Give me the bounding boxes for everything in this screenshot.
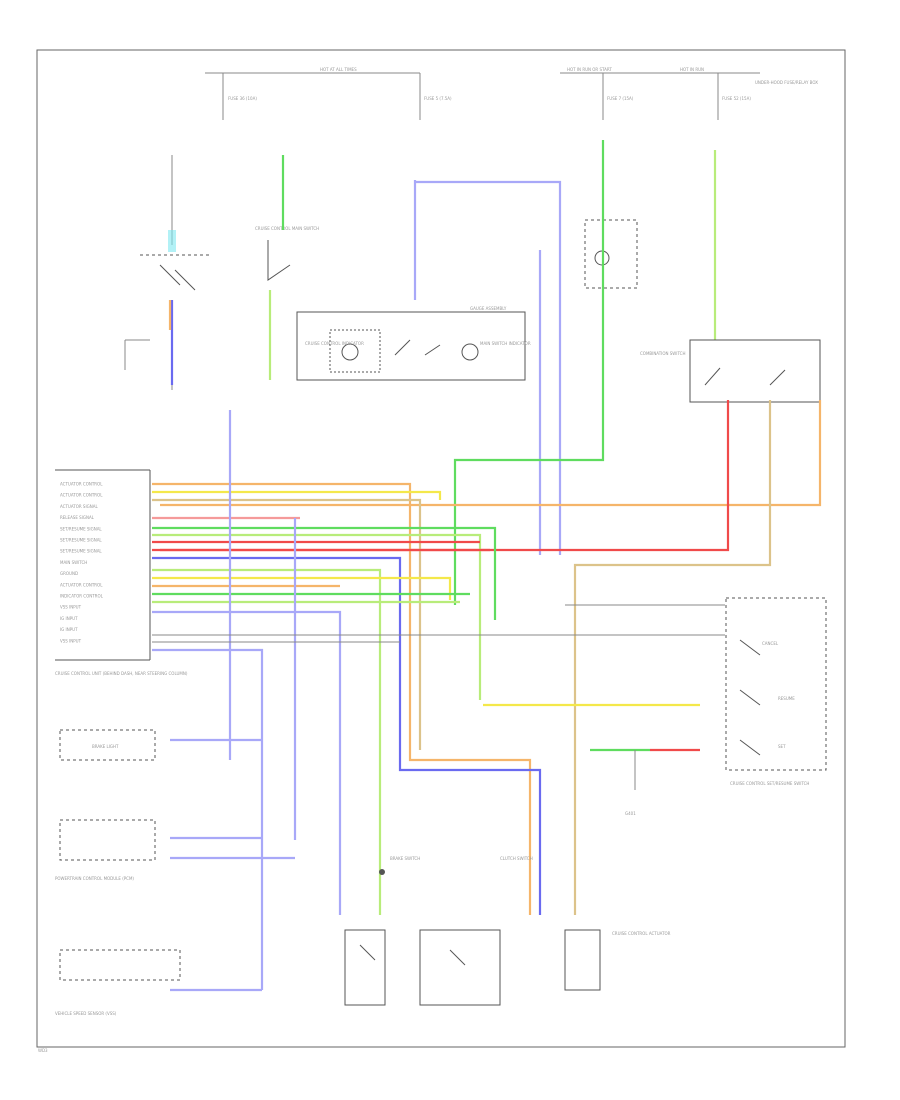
unit-pin-label: RELEASE SIGNAL <box>60 515 95 520</box>
fuse-box-note: UNDER-HOOD FUSE/RELAY BOX <box>755 80 818 85</box>
fuse-label-3: FUSE 7 (15A) <box>607 96 634 101</box>
switch-cancel-label: CANCEL <box>762 641 779 646</box>
vss-label: VEHICLE SPEED SENSOR (VSS) <box>55 1011 117 1016</box>
pcm-label: POWERTRAIN CONTROL MODULE (PCM) <box>55 876 134 881</box>
left-lower-section: BRAKE LIGHT POWERTRAIN CONTROL MODULE (P… <box>55 729 295 1016</box>
unit-pin-label: INDICATOR CONTROL <box>60 594 104 599</box>
clutch-switch-label: CLUTCH SWITCH <box>500 856 533 861</box>
main-indicator-label: MAIN SWITCH INDICATOR <box>480 341 531 346</box>
unit-pin-label: SET/RESUME SIGNAL <box>60 526 102 531</box>
cruise-main-switch-label: CRUISE CONTROL MAIN SWITCH <box>255 226 319 231</box>
unit-pin-label: IG INPUT <box>60 627 78 632</box>
upper-wire-loops <box>160 140 822 915</box>
brake-lamp-label: BRAKE LIGHT <box>92 744 119 749</box>
bottom-switches: BRAKE SWITCH CLUTCH SWITCH CRUISE CONTRO… <box>344 811 671 1006</box>
unit-pin-label: VSS INPUT <box>60 605 82 610</box>
hot-in-run-label: HOT IN RUN <box>680 67 704 72</box>
unit-pin-label: ACTUATOR CONTROL <box>60 482 103 487</box>
combination-switch-label: COMBINATION SWITCH <box>640 351 685 356</box>
gauge-assembly: GAUGE ASSEMBLY CRUISE CONTROL INDICATOR … <box>296 306 531 381</box>
fuse-label-1: FUSE 36 (10A) <box>228 96 257 101</box>
cruise-set-resume-label: CRUISE CONTROL SET/RESUME SWITCH <box>730 781 809 786</box>
unit-pin-label: GROUND <box>60 571 78 576</box>
footer-code: WD3 <box>38 1048 48 1053</box>
unit-pin-label: ACTUATOR CONTROL <box>60 493 103 498</box>
hot-at-all-times-label: HOT AT ALL TIMES <box>320 67 357 72</box>
brake-switch-label: BRAKE SWITCH <box>390 856 420 861</box>
unit-pin-label: MAIN SWITCH <box>60 560 87 565</box>
ground-label: G401 <box>625 811 636 816</box>
unit-pin-label: ACTUATOR SIGNAL <box>60 504 98 509</box>
unit-pin-label: SET/RESUME SIGNAL <box>60 549 102 554</box>
unit-pin-label: IG INPUT <box>60 616 78 621</box>
actuator-label: CRUISE CONTROL ACTUATOR <box>612 931 671 936</box>
fuse-label-4: FUSE 52 (15A) <box>722 96 751 101</box>
unit-pin-label: VSS INPUT <box>60 638 82 643</box>
gauge-assembly-label: GAUGE ASSEMBLY <box>470 306 507 311</box>
cruise-control-unit: CRUISE CONTROL UNIT (BEHIND DASH, NEAR S… <box>55 469 188 676</box>
power-rails: HOT AT ALL TIMES HOT IN RUN OR START HOT… <box>205 67 818 120</box>
unit-pin-label: ACTUATOR CONTROL <box>60 582 103 587</box>
right-upper-section: COMBINATION SWITCH <box>584 150 821 403</box>
left-upper-section: CRUISE CONTROL MAIN SWITCH <box>124 155 319 390</box>
cruise-indicator-label: CRUISE CONTROL INDICATOR <box>305 341 364 346</box>
hot-in-run-start-label: HOT IN RUN OR START <box>567 67 612 72</box>
set-resume-switch: CANCEL RESUME SET CRUISE CONTROL SET/RES… <box>483 597 827 790</box>
cruise-unit-label: CRUISE CONTROL UNIT (BEHIND DASH, NEAR S… <box>55 671 188 676</box>
switch-resume-label: RESUME <box>778 696 795 701</box>
fuse-label-2: FUSE 5 (7.5A) <box>424 96 452 101</box>
harness-bundle <box>152 410 725 990</box>
unit-pin-label: SET/RESUME SIGNAL <box>60 538 102 543</box>
switch-set-label: SET <box>778 744 786 749</box>
diagram-border <box>36 49 846 1048</box>
